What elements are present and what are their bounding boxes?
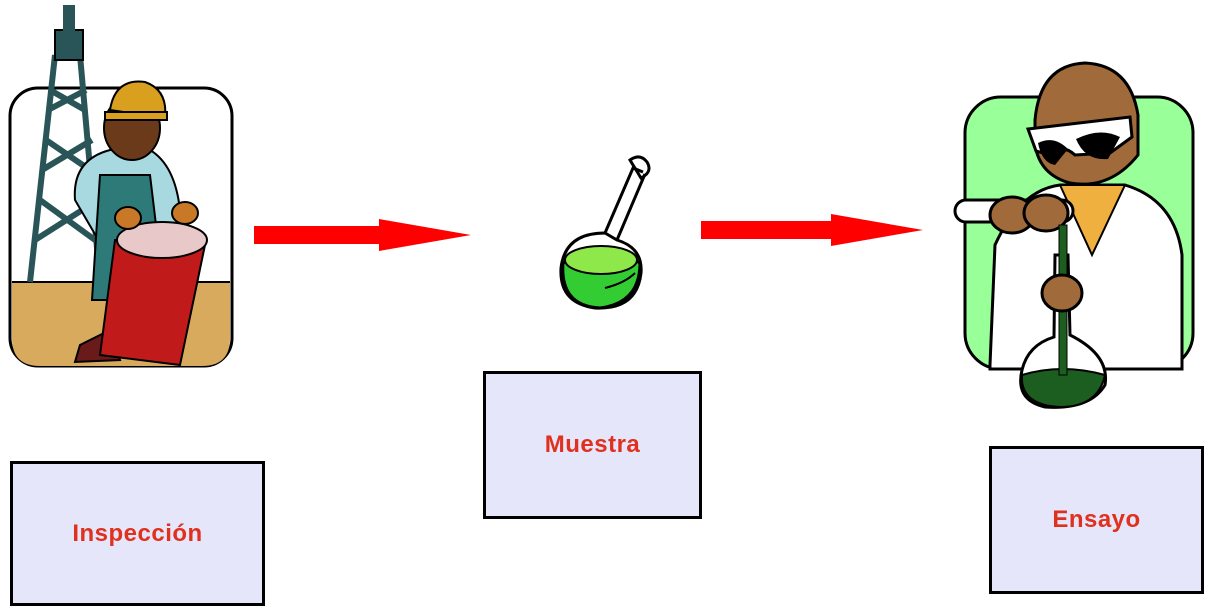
inspection-label: Inspección bbox=[72, 519, 203, 547]
arrow-1 bbox=[254, 219, 471, 251]
test-box: Ensayo bbox=[989, 446, 1204, 594]
inspection-box: Inspección bbox=[10, 461, 265, 606]
test-label: Ensayo bbox=[1052, 506, 1141, 533]
arrow-2 bbox=[701, 214, 923, 246]
flask-icon bbox=[559, 155, 651, 310]
lab-technician-icon bbox=[953, 61, 1195, 409]
sample-box: Muestra bbox=[483, 371, 702, 519]
sample-label: Muestra bbox=[544, 431, 641, 458]
oil-worker-icon bbox=[8, 5, 234, 368]
